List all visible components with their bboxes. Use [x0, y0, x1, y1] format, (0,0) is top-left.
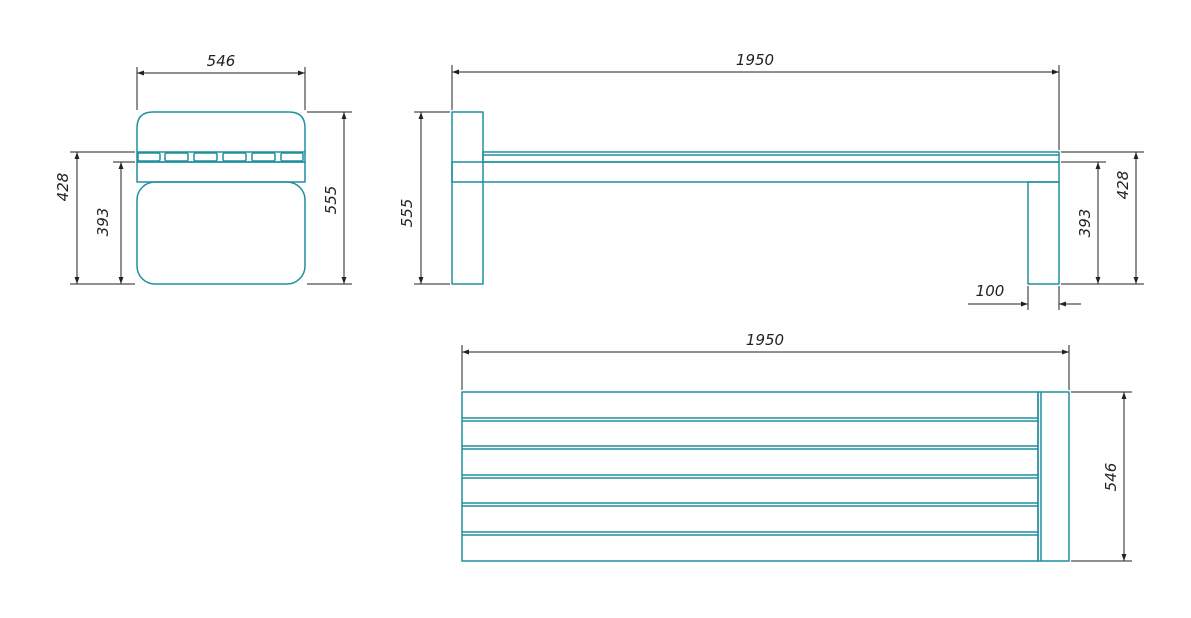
- slat-end: [137, 152, 161, 162]
- side-frame-height-label: 393: [1076, 209, 1094, 238]
- front-overall-height-label: 555: [322, 186, 340, 215]
- side-length-dimension: 1950: [451, 51, 1060, 150]
- side-leg-width-dimension: 100: [968, 282, 1081, 310]
- side-view: 1950 555 393 428 100: [398, 51, 1144, 310]
- side-leg: [1027, 181, 1060, 285]
- side-overall-height-dimension: 555: [398, 111, 450, 285]
- slat-end: [280, 152, 304, 162]
- slat-end: [193, 152, 218, 162]
- front-frame-strip: [136, 161, 306, 183]
- side-frame-beam: [451, 161, 1060, 183]
- front-view: 546 428 393 555: [54, 52, 352, 285]
- front-leg-panel: [136, 181, 306, 285]
- side-length-label: 1950: [736, 51, 774, 69]
- top-depth-dimension: 546: [1071, 391, 1132, 562]
- slat-end: [222, 152, 247, 162]
- front-slat-ends: [137, 152, 304, 162]
- front-frame-height-label: 393: [94, 208, 112, 237]
- front-seat-band: [136, 151, 306, 163]
- front-backrest: [136, 111, 306, 152]
- side-seat-height-dimension: 428: [1061, 151, 1144, 285]
- front-seat-height-dimension: 428: [54, 151, 135, 285]
- slat-end: [251, 152, 276, 162]
- side-seat-plank: [482, 151, 1060, 163]
- front-seat-height-label: 428: [54, 173, 72, 202]
- front-overall-height-dimension: 555: [307, 111, 352, 285]
- front-width-dimension: 546: [136, 52, 306, 110]
- top-depth-label: 546: [1102, 463, 1120, 492]
- top-backrest: [1037, 391, 1070, 562]
- top-length-dimension: 1950: [461, 331, 1070, 390]
- side-overall-height-label: 555: [398, 199, 416, 228]
- side-frame-height-dimension: 393: [1061, 161, 1106, 285]
- top-length-label: 1950: [746, 331, 784, 349]
- front-frame-height-dimension: 393: [94, 161, 135, 284]
- top-view: 1950 546: [461, 331, 1132, 562]
- front-width-label: 546: [207, 52, 236, 70]
- side-leg-width-label: 100: [976, 282, 1005, 300]
- side-seat-height-label: 428: [1114, 171, 1132, 200]
- top-slat-lines: [462, 417, 1038, 536]
- slat-end: [164, 152, 189, 162]
- side-backrest-post: [451, 111, 484, 285]
